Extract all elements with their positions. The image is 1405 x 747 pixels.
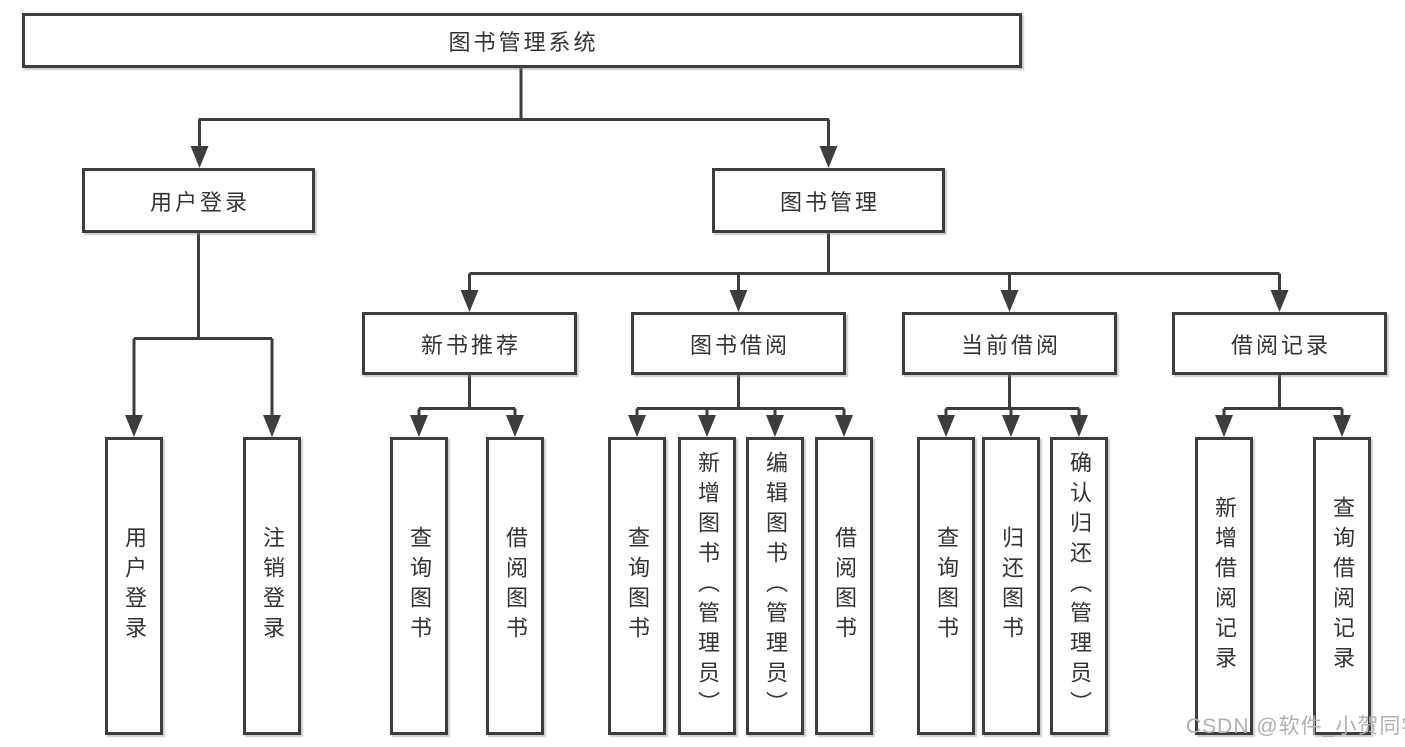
node-label: 归还图书 — [999, 526, 1024, 646]
node-label: 图书借阅 — [689, 332, 790, 358]
node-label: 借阅记录 — [1230, 332, 1331, 358]
leaf-add-books-admin: 新增图书（管理员） — [678, 437, 736, 735]
node-label: 注销登录 — [260, 526, 285, 646]
leaf-borrow-books: 借阅图书 — [815, 437, 873, 735]
node-label: 新书推荐 — [420, 332, 521, 358]
leaf-query-borrow-record: 查询借阅记录 — [1313, 437, 1371, 735]
node-label: 确认归还（管理员） — [1067, 451, 1092, 721]
node-label: 编辑图书（管理员） — [763, 451, 788, 721]
node-label: 用户登录 — [149, 189, 250, 215]
node-label: 新增借阅记录 — [1212, 496, 1237, 676]
node-book-borrow: 图书借阅 — [631, 312, 846, 375]
watermark-csdn: CSDN @软件_小贺同学 — [1186, 715, 1405, 738]
node-library-management-system: 图书管理系统 — [22, 13, 1022, 68]
node-label: 查询图书 — [407, 526, 432, 646]
leaf-query-books-borrow: 查询图书 — [608, 437, 666, 735]
node-label: 借阅图书 — [832, 526, 857, 646]
node-label: 图书管理系统 — [448, 29, 599, 55]
node-new-book-recommend: 新书推荐 — [362, 312, 577, 375]
node-book-management: 图书管理 — [712, 168, 945, 233]
leaf-return-books: 归还图书 — [982, 437, 1040, 735]
node-borrow-records: 借阅记录 — [1172, 312, 1387, 375]
node-label: 查询借阅记录 — [1330, 496, 1355, 676]
node-label: 当前借阅 — [960, 332, 1061, 358]
leaf-confirm-return-admin: 确认归还（管理员） — [1050, 437, 1108, 735]
leaf-add-borrow-record: 新增借阅记录 — [1195, 437, 1253, 735]
node-label: 新增图书（管理员） — [695, 451, 720, 721]
leaf-edit-books-admin: 编辑图书（管理员） — [746, 437, 804, 735]
leaf-query-books-recommend: 查询图书 — [390, 437, 448, 735]
leaf-user-login: 用户登录 — [105, 437, 163, 735]
leaf-query-books-current: 查询图书 — [917, 437, 975, 735]
node-label: 查询图书 — [934, 526, 959, 646]
node-current-borrow: 当前借阅 — [902, 312, 1117, 375]
node-label: 用户登录 — [122, 526, 147, 646]
node-label: 借阅图书 — [503, 526, 528, 646]
node-user-login: 用户登录 — [82, 168, 315, 233]
node-label: 图书管理 — [779, 189, 880, 215]
node-label: 查询图书 — [625, 526, 650, 646]
leaf-borrow-books-recommend: 借阅图书 — [486, 437, 544, 735]
leaf-logout: 注销登录 — [243, 437, 301, 735]
arrowheads — [125, 146, 1351, 437]
